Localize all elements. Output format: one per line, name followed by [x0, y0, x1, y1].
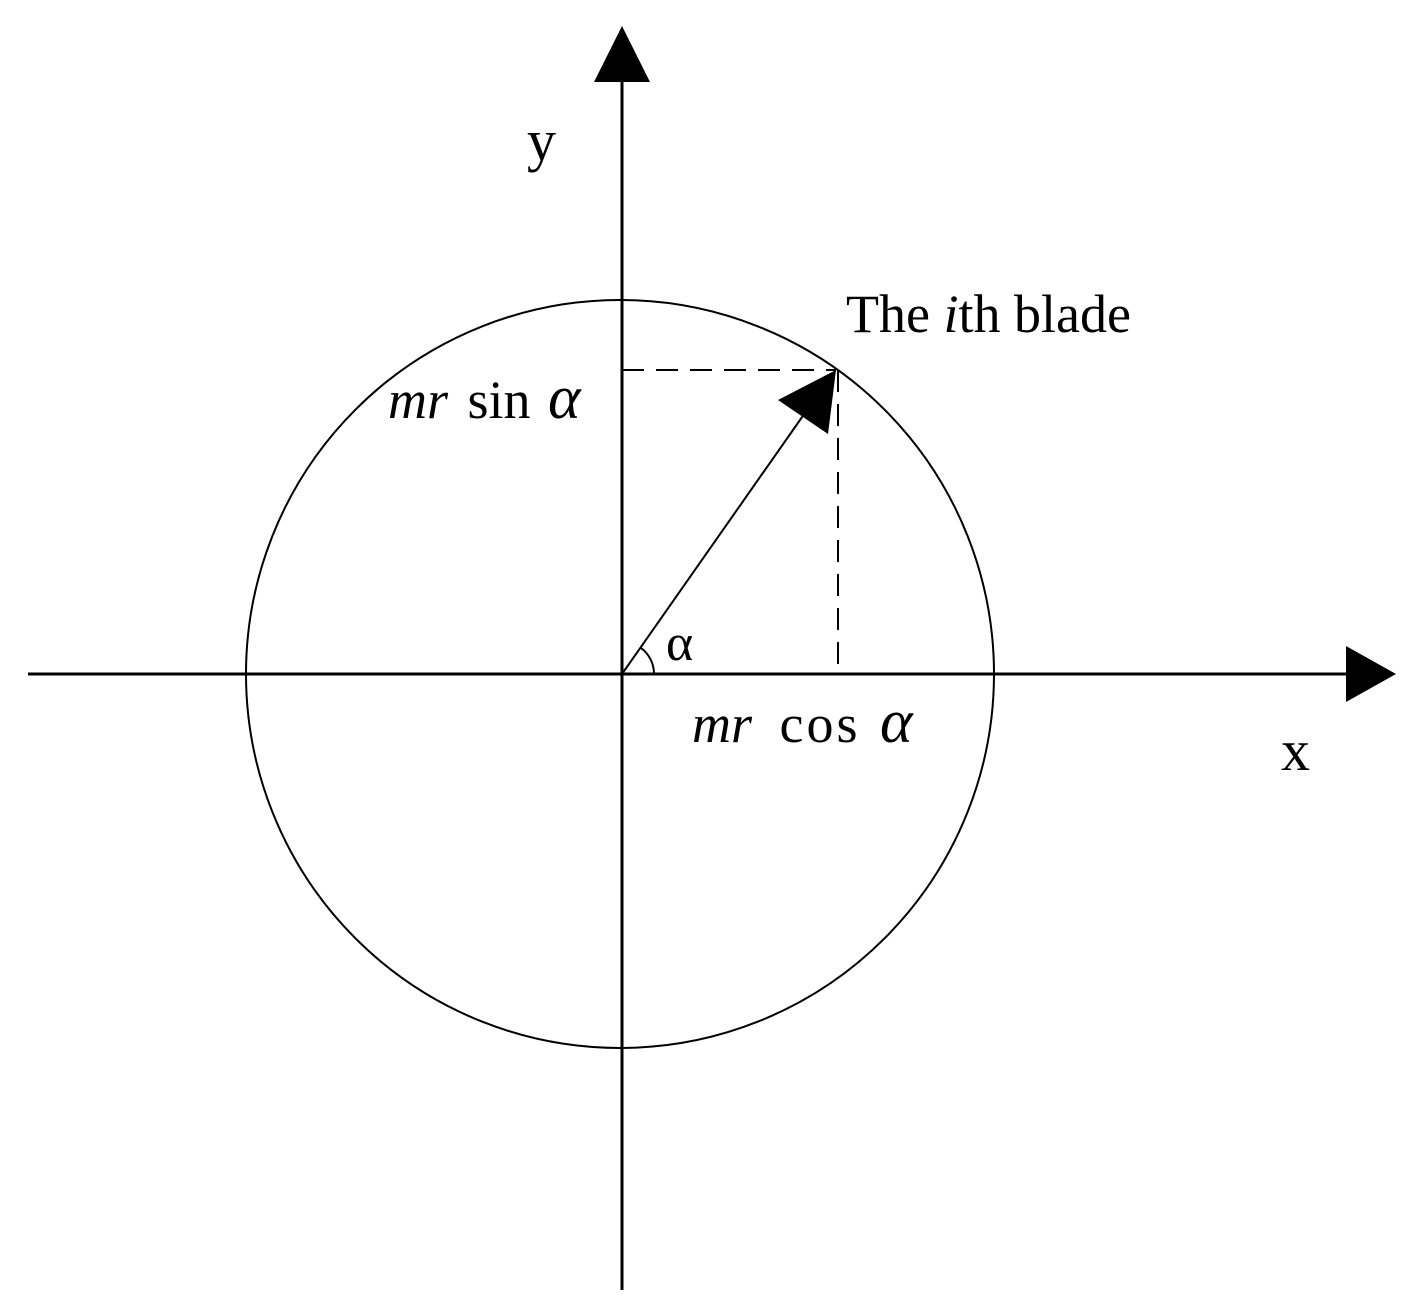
x-axis-arrowhead: [1346, 646, 1396, 702]
blade-label-prefix: The: [846, 284, 943, 344]
y-axis-arrowhead: [594, 26, 650, 82]
sin-label-mr: mr: [388, 370, 449, 430]
cos-label-alpha: α: [880, 688, 914, 756]
angle-label: α: [666, 615, 693, 672]
x-axis-label: x: [1281, 718, 1310, 783]
sin-label-fn: sin: [468, 370, 531, 430]
radius-vector-arrowhead: [778, 370, 836, 434]
blade-label-suffix: th blade: [958, 284, 1130, 344]
cos-label-fn: cos: [780, 694, 861, 754]
radius-vector-line: [621, 399, 815, 675]
sin-component-label: mr sin α: [388, 364, 582, 432]
angle-arc: [640, 647, 656, 675]
blade-label: The ith blade: [846, 284, 1131, 344]
blade-label-index: i: [943, 284, 958, 344]
cos-component-label: mr cos α: [692, 688, 914, 756]
cos-label-mr: mr: [692, 694, 753, 754]
y-axis-label: y: [527, 108, 556, 173]
sin-label-alpha: α: [548, 364, 582, 432]
